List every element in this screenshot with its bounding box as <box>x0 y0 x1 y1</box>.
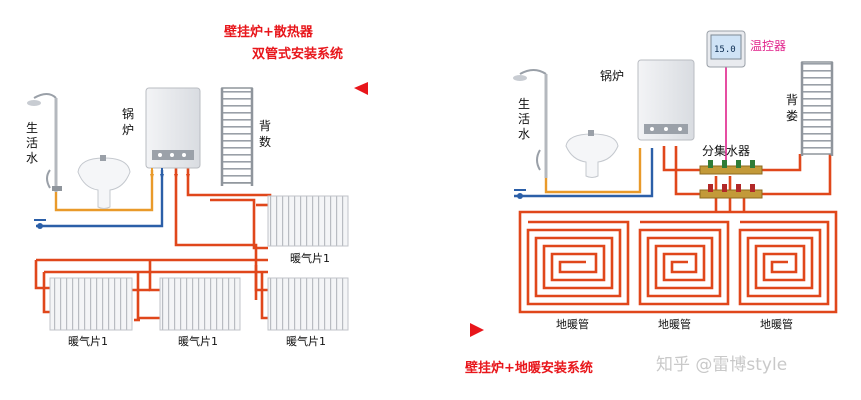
left-radiator-label-bottom-right: 暖气片1 <box>286 334 326 348</box>
left-title-line2: 双管式安装系统 <box>252 46 343 62</box>
right-title: 壁挂炉+地暖安装系统 <box>465 360 593 376</box>
left-pipe-network <box>34 150 272 322</box>
left-towel-rack-label-2: 数 <box>259 134 271 149</box>
right-shower <box>513 69 548 178</box>
left-radiator-label-bottom-left: 暖气片1 <box>68 334 108 348</box>
left-title-arrow-icon <box>354 82 368 95</box>
floor-loop-3 <box>738 220 830 306</box>
right-towel-rack-label-1: 背 <box>786 93 798 107</box>
right-system: 15.0 生 活 水 锅炉 温控器 分集水器 背 娄 <box>465 30 838 376</box>
left-towel-rack-label-1: 背 <box>259 119 271 133</box>
left-radiator-label-top-right: 暖气片1 <box>290 251 330 265</box>
watermark: 知乎 @雷博style <box>656 355 787 375</box>
left-domestic-water-1: 生 <box>26 121 38 135</box>
floor-loop-1 <box>526 220 630 306</box>
thermostat-label: 温控器 <box>750 39 786 53</box>
right-boiler-label: 锅炉 <box>600 68 624 83</box>
manifold-label: 分集水器 <box>702 143 750 158</box>
thermostat-display: 15.0 <box>714 45 736 55</box>
left-boiler <box>145 87 201 180</box>
left-radiator-bottom-mid <box>159 277 241 331</box>
right-towel-rack-label-2: 娄 <box>786 108 798 123</box>
left-towel-rack <box>220 87 254 186</box>
right-domestic-water-3: 水 <box>518 127 530 141</box>
right-domestic-water-1: 生 <box>518 97 530 111</box>
floor-loop-2 <box>638 220 730 306</box>
left-radiator-bottom-right <box>267 277 349 331</box>
left-domestic-water-3: 水 <box>26 151 38 165</box>
manifold <box>699 160 763 199</box>
left-boiler-label-2: 炉 <box>122 123 134 137</box>
left-radiator-top-right <box>267 195 349 247</box>
floor-loop-label-2: 地暖管 <box>658 317 691 331</box>
left-radiator-label-bottom-mid: 暖气片1 <box>178 334 218 348</box>
thermostat: 15.0 <box>706 30 746 68</box>
right-domestic-water-2: 活 <box>518 112 530 126</box>
right-basin <box>565 130 619 178</box>
left-system: 壁挂炉+散热器 双管式安装系统 生 活 水 锅 炉 背 数 暖气片1 暖气片1 … <box>26 24 368 348</box>
left-domestic-water-2: 活 <box>26 136 38 150</box>
right-boiler <box>637 59 695 141</box>
right-cold-valve-icon <box>514 189 526 199</box>
floor-loop-label-3: 地暖管 <box>760 317 793 331</box>
left-radiator-bottom-left <box>49 277 133 331</box>
floor-loop-label-1: 地暖管 <box>556 317 589 331</box>
left-shower <box>27 93 62 192</box>
left-boiler-label-1: 锅 <box>122 106 134 121</box>
left-basin <box>77 155 131 209</box>
right-towel-rack <box>800 61 834 156</box>
left-title-line1: 壁挂炉+散热器 <box>224 24 314 40</box>
left-cold-valve-icon <box>34 219 46 229</box>
right-title-arrow-icon <box>470 323 484 337</box>
